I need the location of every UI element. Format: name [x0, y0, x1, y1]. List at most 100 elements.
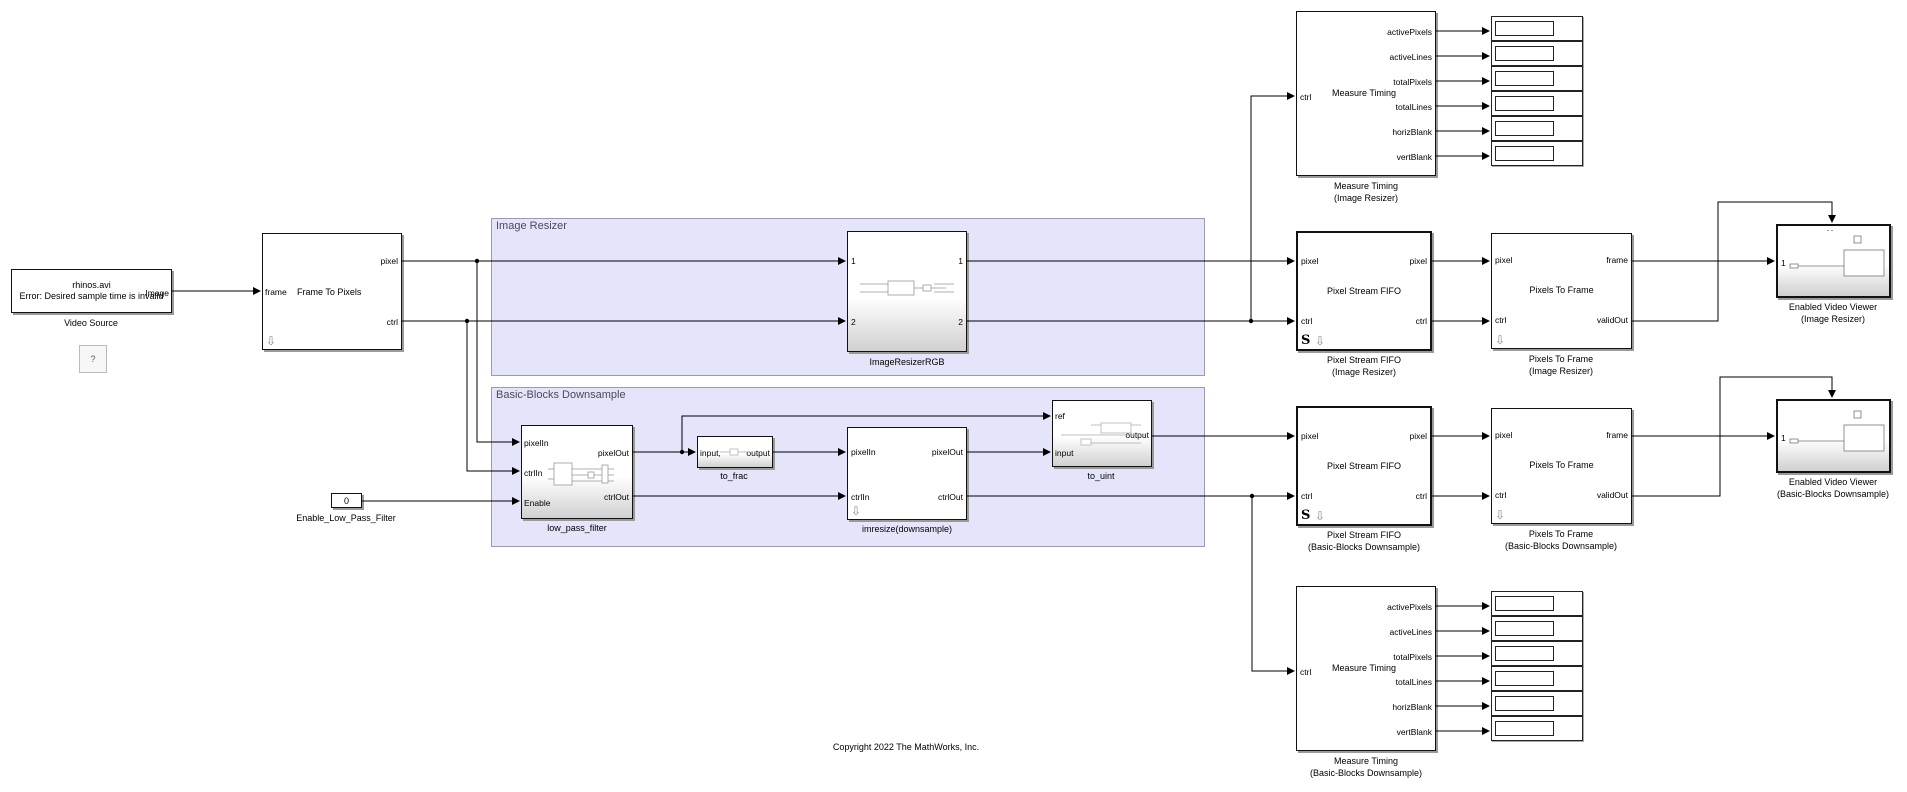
display-field [1495, 721, 1554, 736]
timing-resizer-out-4: horizBlank [1392, 127, 1432, 137]
display-field [1495, 121, 1554, 136]
display-field [1495, 96, 1554, 111]
fifo-resizer-out-ctrl: ctrl [1415, 316, 1427, 326]
imresize-block[interactable]: pixelIn ctrlIn pixelOut ctrlOut ⇩ [847, 427, 967, 520]
timing-basic-block[interactable]: ctrl Measure Timing activePixels activeL… [1296, 586, 1436, 751]
viewer-basic-caption-2: (Basic-Blocks Downsample) [1776, 489, 1890, 499]
timing-resizer-out-3: totalLines [1395, 102, 1432, 112]
fifo-resizer-caption-1: Pixel Stream FIFO [1326, 355, 1402, 365]
to-uint-block[interactable]: ref input output [1052, 400, 1152, 467]
video-viewer-icon [1789, 410, 1885, 452]
frame-to-pixels-title: Frame To Pixels [297, 287, 362, 297]
timing-resizer-title: Measure Timing [1332, 88, 1397, 98]
fifo-resizer-in-ctrl: ctrl [1301, 316, 1313, 326]
fifo-basic-out-ctrl: ctrl [1415, 491, 1427, 501]
fifo-basic-in-ctrl: ctrl [1301, 491, 1313, 501]
to-uint-in-ref: ref [1055, 411, 1065, 421]
timing-basic-out-4: horizBlank [1392, 702, 1432, 712]
display-field [1495, 671, 1554, 686]
p2f-resizer-in-pixel: pixel [1495, 255, 1513, 265]
display-total-pixels-basic[interactable] [1491, 641, 1583, 666]
p2f-resizer-title: Pixels To Frame [1529, 285, 1594, 295]
image-resizer-out1: 1 [958, 256, 963, 266]
display-vert-blank-basic[interactable] [1491, 716, 1583, 741]
frame-to-pixels-in-frame: frame [265, 287, 287, 297]
to-frac-block[interactable]: input, output [697, 436, 773, 468]
frame-to-pixels-out-pixel: pixel [380, 256, 398, 266]
viewer-resizer-block[interactable]: 1 [1776, 224, 1891, 298]
timing-resizer-out-1: activeLines [1389, 52, 1432, 62]
imresize-in-ctrl: ctrlIn [851, 492, 870, 502]
fifo-basic-block[interactable]: pixel ctrl pixel ctrl Pixel Stream FIFO … [1296, 406, 1432, 526]
display-total-lines-basic[interactable] [1491, 666, 1583, 691]
fifo-resizer-title: Pixel Stream FIFO [1326, 286, 1401, 296]
display-field [1495, 71, 1554, 86]
viewer-basic-in: 1 [1781, 433, 1786, 443]
enable-constant-block[interactable]: 0 [331, 493, 362, 508]
p2f-resizer-caption-1: Pixels To Frame [1528, 354, 1594, 364]
display-field [1495, 621, 1554, 636]
video-viewer-icon [1789, 230, 1885, 277]
p2f-resizer-block[interactable]: pixel ctrl frame validOut Pixels To Fram… [1491, 233, 1632, 349]
branch-point [679, 449, 685, 455]
low-pass-in-pixel: pixelIn [524, 438, 549, 448]
to-frac-out: output [746, 448, 770, 458]
fifo-resizer-s-label: S [1301, 333, 1311, 348]
display-horiz-blank-resizer[interactable] [1491, 116, 1583, 141]
timing-resizer-out-0: activePixels [1387, 27, 1432, 37]
p2f-basic-block[interactable]: pixel ctrl frame validOut Pixels To Fram… [1491, 408, 1632, 524]
wire-ctrl-to-timing-bottom [1251, 496, 1295, 675]
branch-point [1248, 318, 1254, 324]
to-uint-in: input [1055, 448, 1074, 458]
display-vert-blank-resizer[interactable] [1491, 141, 1583, 166]
viewer-resizer-caption-1: Enabled Video Viewer [1788, 302, 1878, 312]
video-source-caption: Video Source [64, 318, 118, 328]
copyright-text: Copyright 2022 The MathWorks, Inc. [832, 742, 980, 752]
imresize-out-pixel: pixelOut [931, 447, 963, 457]
display-horiz-blank-basic[interactable] [1491, 691, 1583, 716]
display-active-pixels-basic[interactable] [1491, 591, 1583, 616]
wire-valid-to-viewer-bottom [1632, 376, 1836, 497]
display-field [1495, 46, 1554, 61]
image-resizer-rgb-block[interactable]: 1 2 1 2 [847, 231, 967, 352]
display-total-pixels-resizer[interactable] [1491, 66, 1583, 91]
timing-basic-in-ctrl: ctrl [1300, 667, 1312, 677]
fifo-basic-s-label: S [1301, 508, 1311, 523]
video-source-error: Error: Desired sample time is invalid [19, 291, 164, 301]
video-source-out-port: Image [145, 288, 169, 298]
fifo-resizer-block[interactable]: pixel ctrl pixel ctrl Pixel Stream FIFO … [1296, 231, 1432, 351]
display-total-lines-resizer[interactable] [1491, 91, 1583, 116]
subsystem-preview-icon [1061, 422, 1145, 446]
timing-resizer-block[interactable]: ctrl Measure Timing activePixels activeL… [1296, 11, 1436, 176]
frame-to-pixels-block[interactable]: frame Frame To Pixels pixel ctrl ⇩ [262, 233, 402, 350]
timing-resizer-in-ctrl: ctrl [1300, 92, 1312, 102]
low-pass-in-ctrl: ctrlIn [524, 468, 543, 478]
fifo-resizer-caption-2: (Image Resizer) [1331, 367, 1397, 377]
display-active-lines-resizer[interactable] [1491, 41, 1583, 66]
image-resizer-in1: 1 [851, 256, 856, 266]
help-block[interactable]: ? [79, 345, 107, 373]
p2f-resizer-out-valid: validOut [1596, 315, 1628, 325]
p2f-basic-caption-1: Pixels To Frame [1528, 529, 1594, 539]
display-active-pixels-resizer[interactable] [1491, 16, 1583, 41]
low-pass-filter-block[interactable]: pixelIn ctrlIn Enable pixelOut ctrlOut [521, 425, 633, 519]
fifo-basic-in-pixel: pixel [1301, 431, 1319, 441]
fifo-basic-out-pixel: pixel [1409, 431, 1427, 441]
p2f-basic-title: Pixels To Frame [1529, 460, 1594, 470]
to-frac-caption: to_frac [720, 471, 748, 481]
display-field [1495, 696, 1554, 711]
p2f-resizer-in-ctrl: ctrl [1495, 315, 1507, 325]
frame-to-pixels-out-ctrl: ctrl [386, 317, 398, 327]
timing-basic-title: Measure Timing [1332, 663, 1397, 673]
timing-basic-out-3: totalLines [1395, 677, 1432, 687]
viewer-basic-block[interactable]: 1 [1776, 399, 1891, 473]
fifo-resizer-out-pixel: pixel [1409, 256, 1427, 266]
p2f-resizer-out-frame: frame [1606, 255, 1628, 265]
viewer-resizer-in: 1 [1781, 258, 1786, 268]
down-arrow-icon: ⇩ [851, 504, 862, 518]
timing-basic-caption-1: Measure Timing [1333, 756, 1399, 766]
display-active-lines-basic[interactable] [1491, 616, 1583, 641]
video-source-block[interactable]: rhinos.avi Error: Desired sample time is… [11, 269, 172, 313]
area-label-image-resizer: Image Resizer [496, 220, 567, 232]
